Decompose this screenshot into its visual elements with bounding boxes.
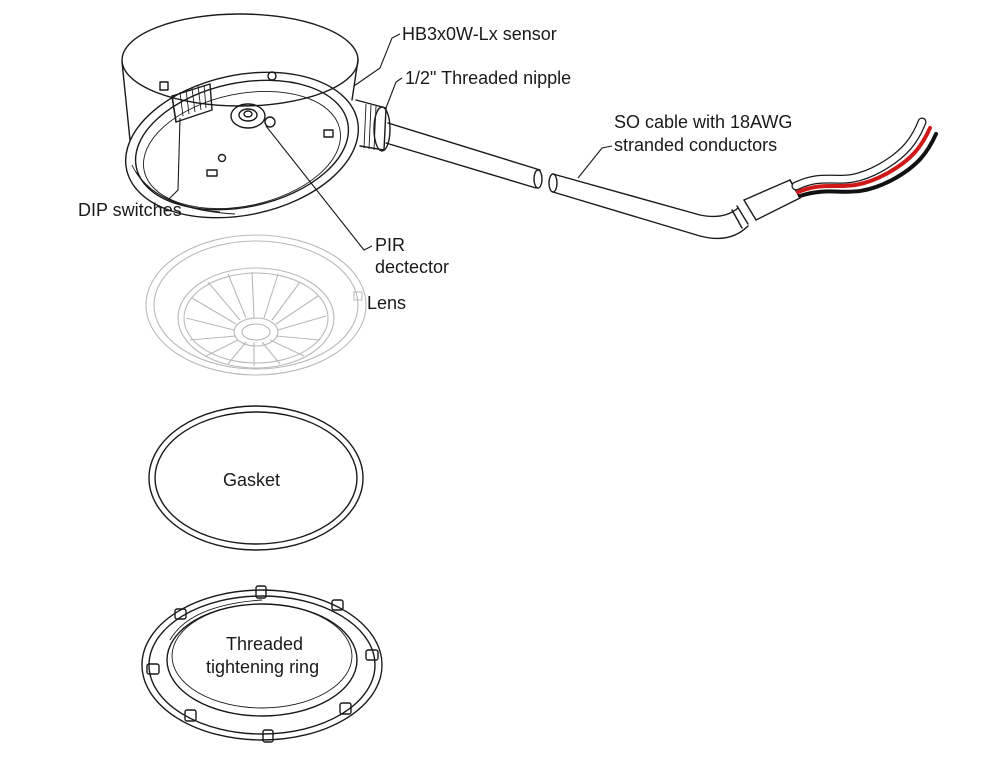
ring-label-line2: tightening ring	[206, 657, 319, 677]
gasket	[148, 405, 364, 551]
tightening-ring	[141, 585, 383, 743]
pir-label-line1: PIR	[375, 235, 405, 255]
cable-label-line1: SO cable with 18AWG	[614, 112, 792, 132]
pir-detector	[230, 103, 276, 129]
sensor-label: HB3x0W-Lx sensor	[402, 24, 557, 44]
cable-label-line2: stranded conductors	[614, 135, 777, 155]
nipple-label: 1/2" Threaded nipple	[405, 68, 571, 88]
pir-label-line2: dectector	[375, 257, 449, 277]
wire-conductors	[791, 117, 938, 198]
lens	[145, 234, 367, 376]
dip-switches-label: DIP switches	[78, 200, 182, 220]
dip-switches	[171, 83, 213, 123]
ring-label-line1: Threaded	[226, 634, 303, 654]
so-cable	[385, 122, 801, 240]
leader-lines	[167, 33, 613, 251]
lens-label: Lens	[367, 293, 406, 313]
gasket-label: Gasket	[223, 470, 280, 490]
threaded-nipple	[355, 99, 391, 152]
